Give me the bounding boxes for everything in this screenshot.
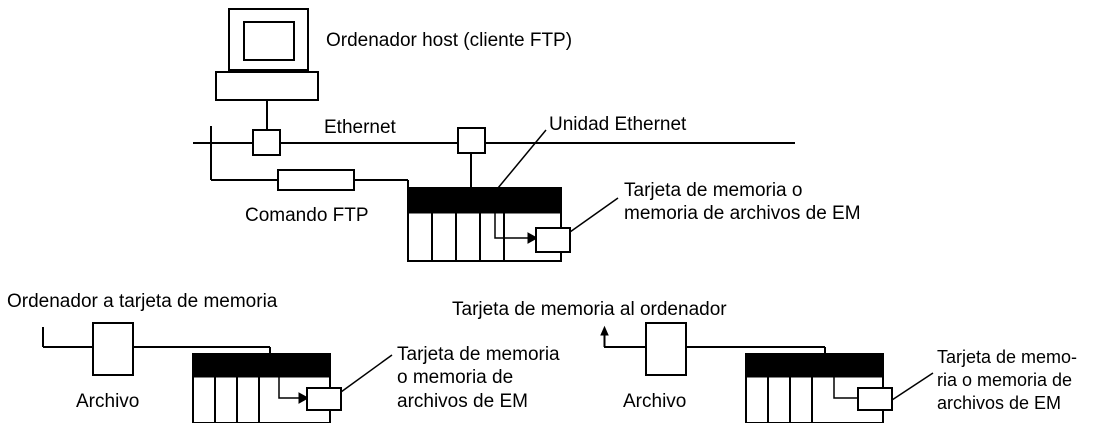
ethernet-unit-label: Unidad Ethernet (549, 114, 687, 135)
left-file-label: Archivo (76, 391, 139, 412)
left-file-box (92, 322, 134, 376)
top-card-label-1: Tarjeta de memoria o (624, 180, 802, 201)
right-card-label-1: Tarjeta de memo- (937, 347, 1077, 367)
memory-card-top-pointer (569, 197, 619, 233)
right-title: Tarjeta de memoria al ordenador (452, 299, 727, 320)
left-card-label-2: o memoria de (397, 367, 513, 388)
right-file-label: Archivo (623, 391, 686, 412)
unit-transceiver (457, 127, 486, 154)
memory-card-left-icon (306, 387, 342, 411)
left-card-label-1: Tarjeta de memoria (397, 344, 560, 365)
left-title: Ordenador a tarjeta de memoria (7, 291, 278, 312)
ftp-command-block (277, 169, 355, 191)
host-computer-icon (215, 8, 319, 101)
ftp-command-label: Comando FTP (245, 205, 369, 226)
top-card-label-2: memoria de archivos de EM (624, 203, 861, 224)
host-transceiver (252, 129, 281, 156)
right-file-box (645, 322, 687, 376)
plc-rack-top (407, 187, 562, 262)
host-label: Ordenador host (cliente FTP) (326, 30, 572, 51)
memory-card-right-pointer (891, 372, 934, 401)
right-card-label-3: archivos de EM (937, 393, 1061, 413)
memory-card-right-icon (857, 387, 893, 411)
right-arrow-up-icon (600, 325, 609, 336)
ethernet-unit-pointer (497, 129, 547, 189)
memory-card-top-icon (535, 227, 571, 253)
ethernet-label: Ethernet (324, 117, 397, 138)
left-card-label-3: archivos de EM (397, 391, 528, 412)
memory-card-left-pointer (340, 354, 393, 393)
right-card-label-2: ria o memoria de (937, 370, 1072, 390)
